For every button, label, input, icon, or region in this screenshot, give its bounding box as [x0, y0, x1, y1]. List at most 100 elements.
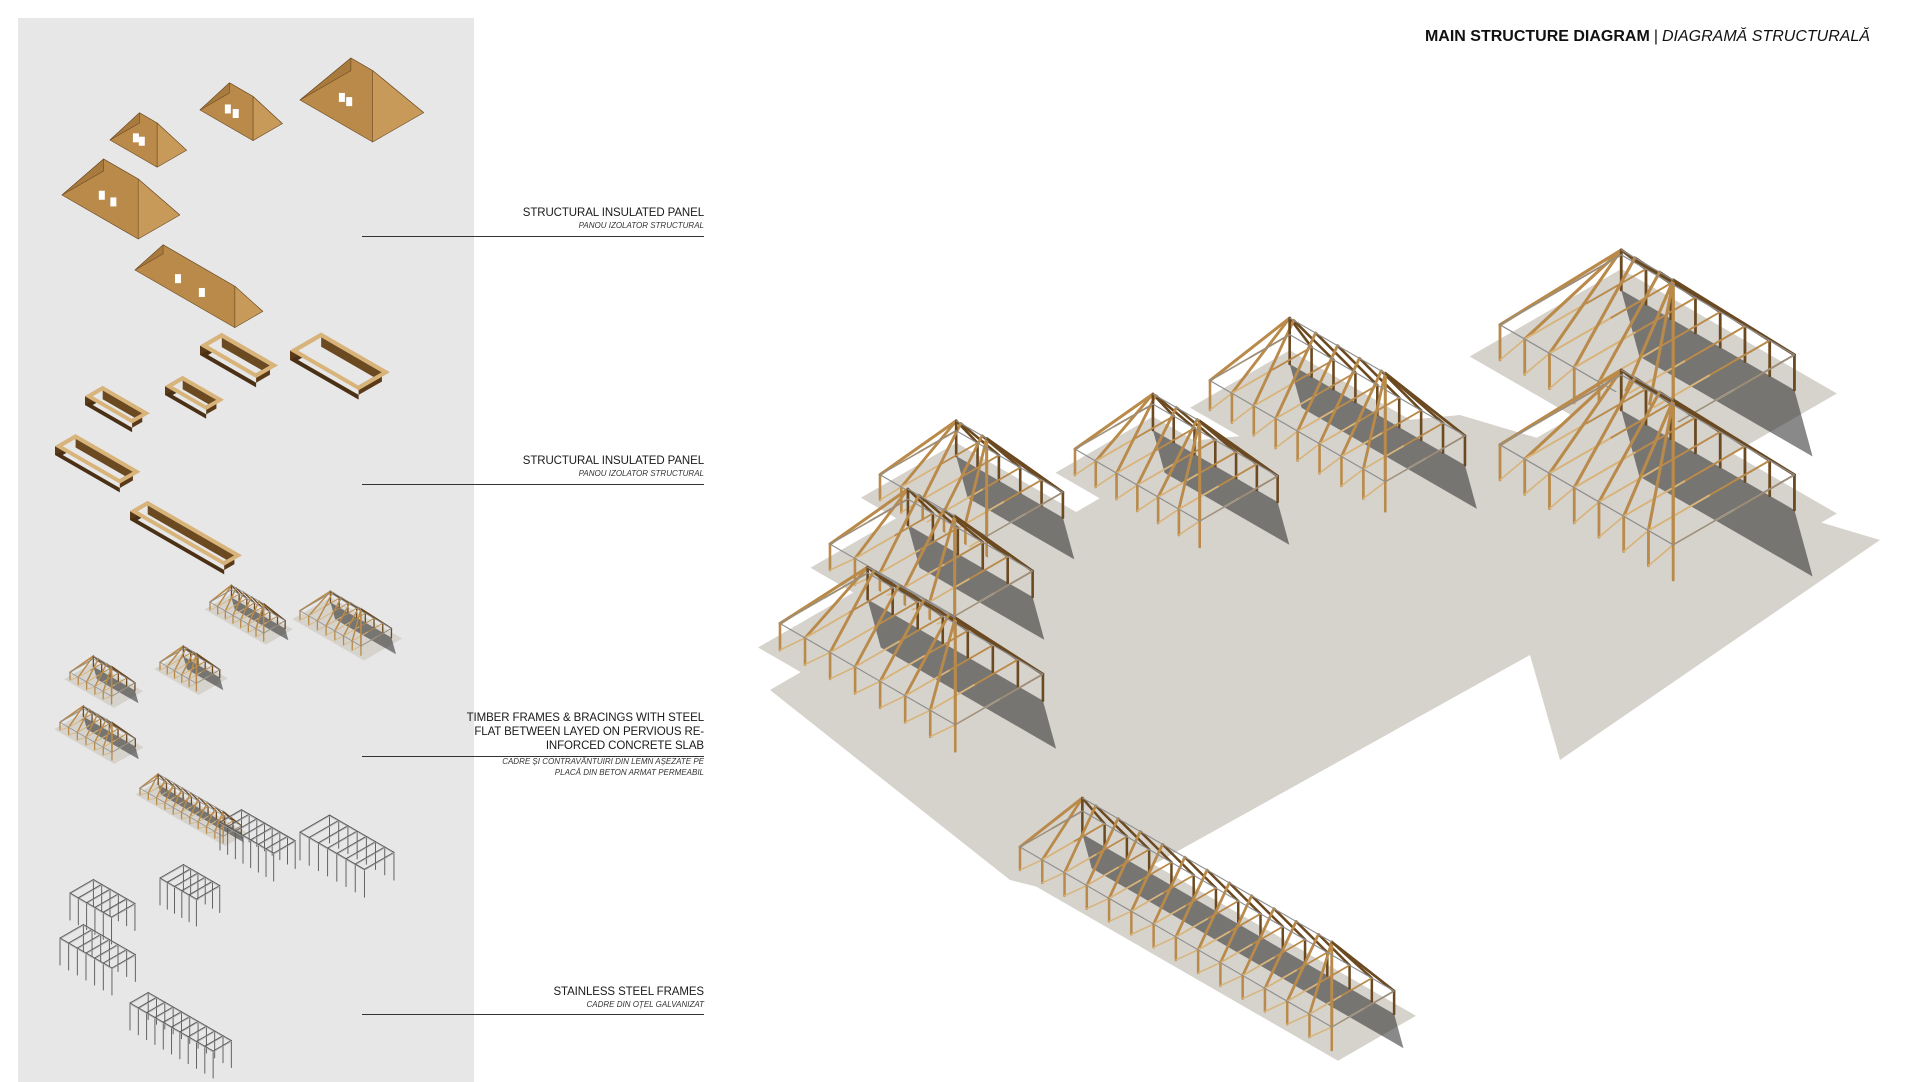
brace [879, 655, 925, 683]
roof-window [110, 197, 117, 207]
steel-beam [59, 937, 113, 969]
main-structure-diagram [758, 248, 1880, 1061]
rafter [1115, 394, 1157, 475]
diagonal-brace [879, 695, 906, 709]
wall-top [85, 396, 133, 424]
rafter [1085, 817, 1120, 887]
rafter [1547, 368, 1623, 475]
brace [224, 604, 237, 612]
brace [1362, 445, 1405, 471]
wall-top [224, 555, 242, 566]
steel-beam [318, 826, 349, 845]
brace [240, 613, 252, 621]
hip-rafter [111, 721, 136, 740]
diagonal-brace [174, 674, 183, 679]
steel-beam [187, 1025, 207, 1038]
steel-eave-ring [59, 708, 136, 753]
brace [1272, 938, 1306, 959]
wall-inner-face [147, 505, 235, 565]
diagonal-brace [1340, 468, 1365, 487]
steel-beam [227, 814, 250, 828]
frame-shadow [1082, 834, 1404, 1049]
brace [197, 816, 208, 823]
hip-rafter [222, 810, 242, 827]
label-ro: PANOU IZOLATOR STRUCTURAL [578, 221, 704, 230]
rafter [906, 487, 935, 515]
hip-rafter [1330, 940, 1396, 993]
brace [1584, 388, 1647, 426]
diagonal-brace [1286, 1013, 1311, 1026]
hip-rafter [263, 603, 286, 622]
steel-beam [219, 810, 242, 824]
rafter [1156, 418, 1199, 499]
roof-end-slope [252, 96, 283, 141]
steel-beam [129, 1002, 214, 1052]
rafter [181, 651, 195, 676]
steel-eave-ring [299, 592, 392, 647]
label-en: TIMBER FRAMES & BRACINGS WITH STEEL [466, 712, 704, 724]
brace [1130, 892, 1164, 913]
wall-top [256, 365, 278, 378]
steel-beam [94, 944, 119, 959]
rafter [1040, 796, 1084, 862]
diagonal-brace [1622, 529, 1650, 553]
brace [340, 607, 358, 618]
steel-beam [111, 954, 136, 969]
rafter [903, 612, 951, 698]
brace [89, 663, 103, 671]
rafter [899, 419, 958, 489]
steel-beam [182, 864, 221, 886]
brace [88, 718, 102, 727]
steel-beam [166, 869, 191, 884]
diagonal-brace [1108, 910, 1133, 923]
label-ro: CADRE ȘI CONTRAVÂNTUIRI DIN LEMN AȘEZATE… [502, 757, 704, 766]
steel-beam [234, 818, 258, 832]
steel-eave-ring [1074, 403, 1279, 522]
rafter [1250, 894, 1285, 928]
rafter [1205, 868, 1240, 903]
steel-beam [299, 815, 330, 834]
brace [1117, 848, 1151, 869]
steel-ridge [1620, 249, 1674, 281]
frame-shadow [1152, 430, 1290, 545]
brace [1154, 427, 1196, 452]
rafter [1252, 318, 1296, 408]
steel-beam [111, 955, 136, 970]
steel-ridge [1289, 317, 1386, 374]
rafter [1274, 331, 1317, 420]
steel-beam [363, 851, 395, 870]
brace [172, 801, 183, 808]
diagonal-brace [351, 645, 362, 651]
steel-ridge [907, 488, 956, 517]
rafter [1523, 368, 1623, 461]
brace [1175, 918, 1208, 938]
steel-beam [86, 889, 111, 904]
rafter [1572, 256, 1637, 370]
brace [1647, 374, 1711, 412]
rafter [102, 721, 113, 749]
diagonal-brace [189, 821, 199, 825]
rafter [1094, 804, 1129, 838]
brace [1270, 346, 1313, 372]
label-roof-panel: STRUCTURAL INSULATED PANEL PANOU IZOLATO… [523, 206, 704, 231]
wall-top [85, 386, 103, 397]
diagonal-brace [86, 686, 96, 690]
diagonal-brace [804, 651, 831, 666]
brace [1658, 310, 1722, 348]
brace [1292, 358, 1335, 384]
diagonal-brace [1231, 405, 1255, 424]
steel-beam [137, 996, 157, 1009]
rafter [93, 718, 108, 744]
brace [1230, 369, 1273, 395]
brace [1002, 479, 1043, 503]
diagonal-brace [334, 635, 344, 641]
diagonal-brace [1647, 543, 1675, 567]
label-en: STRUCTURAL INSULATED PANEL [522, 455, 704, 467]
diagonal-brace [166, 670, 175, 675]
steel-beam [174, 873, 199, 888]
steel-beam [250, 828, 273, 842]
brace [86, 674, 99, 683]
diagonal-brace [299, 615, 310, 621]
wall-top [130, 511, 225, 566]
steel-beam [204, 1035, 224, 1047]
